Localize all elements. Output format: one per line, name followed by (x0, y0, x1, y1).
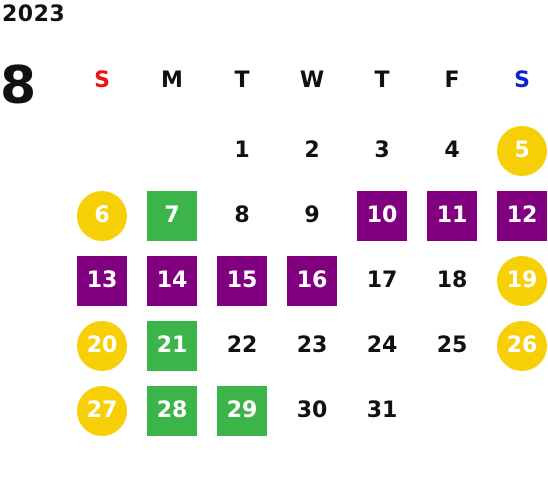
day-cell-19[interactable]: 19 (497, 256, 547, 306)
day-cell-16[interactable]: 16 (287, 256, 337, 306)
day-cell-6[interactable]: 6 (77, 191, 127, 241)
day-cell-30[interactable]: 30 (296, 398, 328, 423)
day-cell-18[interactable]: 18 (436, 268, 468, 293)
day-cell-12[interactable]: 12 (497, 191, 547, 241)
day-cell-10[interactable]: 10 (357, 191, 407, 241)
calendar-year: 2023 (2, 2, 66, 27)
weekday-label: F (444, 68, 460, 93)
day-cell-17[interactable]: 17 (366, 268, 398, 293)
day-cell-11[interactable]: 11 (427, 191, 477, 241)
day-cell-9[interactable]: 9 (304, 203, 320, 228)
weekday-label: T (374, 68, 390, 93)
day-cell-15[interactable]: 15 (217, 256, 267, 306)
day-cell-7[interactable]: 7 (147, 191, 197, 241)
day-cell-3[interactable]: 3 (374, 138, 390, 163)
day-cell-4[interactable]: 4 (444, 138, 460, 163)
day-cell-27[interactable]: 27 (77, 386, 127, 436)
day-cell-29[interactable]: 29 (217, 386, 267, 436)
weekday-label: M (161, 68, 183, 93)
day-cell-21[interactable]: 21 (147, 321, 197, 371)
day-cell-13[interactable]: 13 (77, 256, 127, 306)
day-cell-8[interactable]: 8 (234, 203, 250, 228)
day-cell-20[interactable]: 20 (77, 321, 127, 371)
day-cell-26[interactable]: 26 (497, 321, 547, 371)
weekday-label: S (94, 68, 110, 93)
day-cell-23[interactable]: 23 (296, 333, 328, 358)
weekday-label: S (514, 68, 530, 93)
weekday-label: W (299, 68, 325, 93)
day-cell-25[interactable]: 25 (436, 333, 468, 358)
day-cell-24[interactable]: 24 (366, 333, 398, 358)
day-cell-14[interactable]: 14 (147, 256, 197, 306)
calendar-month: 8 (0, 56, 37, 116)
day-cell-22[interactable]: 22 (226, 333, 258, 358)
day-cell-28[interactable]: 28 (147, 386, 197, 436)
day-cell-1[interactable]: 1 (234, 138, 250, 163)
day-cell-2[interactable]: 2 (304, 138, 320, 163)
day-cell-31[interactable]: 31 (366, 398, 398, 423)
weekday-label: T (234, 68, 250, 93)
day-cell-5[interactable]: 5 (497, 126, 547, 176)
